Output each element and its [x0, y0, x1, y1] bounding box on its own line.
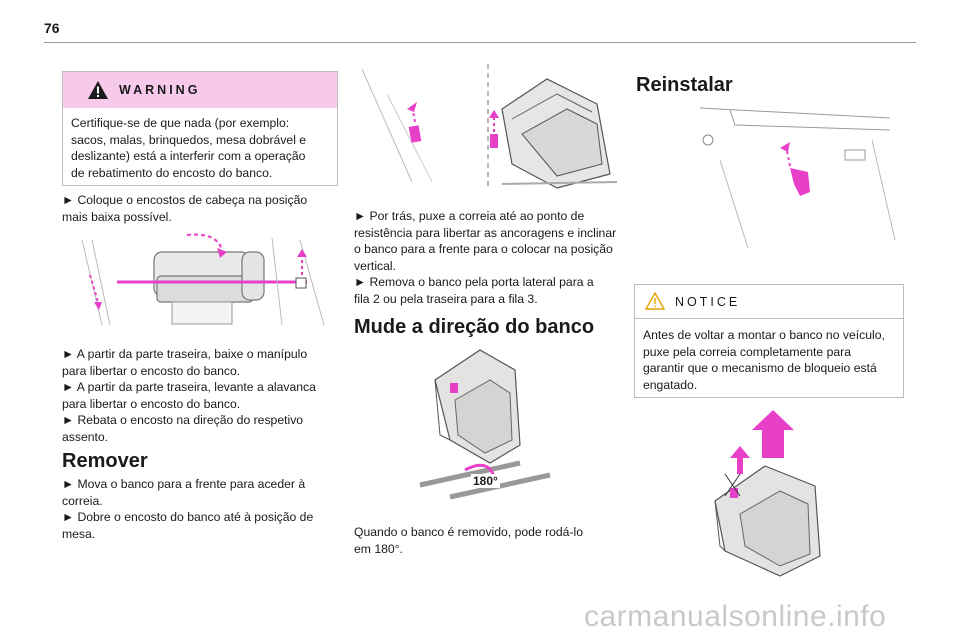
- text-line: ► A partir da parte traseira, levante a …: [62, 380, 316, 394]
- text-line: ► Remova o banco pela porta lateral para…: [354, 275, 594, 289]
- notice-title: NOTICE: [675, 295, 741, 309]
- text-line: em 180°.: [354, 541, 403, 556]
- notice-box: NOTICE Antes de voltar a montar o banco …: [634, 284, 904, 398]
- reinstall-illustration: [699, 107, 896, 249]
- warning-title: WARNING: [119, 83, 201, 97]
- rotate-note: Quando o banco é removido, pode rodá-lo …: [354, 524, 626, 557]
- text-line: ► Mova o banco para a frente para aceder…: [62, 477, 306, 491]
- text-line: ► Coloque o encostos de cabeça na posiçã…: [62, 193, 308, 207]
- text-line: mais baixa possível.: [62, 209, 172, 224]
- top-rule: [44, 42, 916, 43]
- warning-triangle-icon: [88, 81, 108, 99]
- text-line: Quando o banco é removido, pode rodá-lo: [354, 525, 584, 539]
- warning-line: de rebatimento do encosto do banco.: [71, 165, 273, 180]
- text-line: ► A partir da parte traseira, baixe o ma…: [62, 347, 308, 361]
- reinstall-heading: Reinstalar: [636, 74, 733, 96]
- warning-line: Certifique-se de que nada (por exemplo:: [71, 116, 290, 130]
- watermark: carmanualsonline.info: [584, 600, 887, 633]
- notice-line: puxe pela correia completamente para: [643, 344, 851, 359]
- text-line: mesa.: [62, 526, 96, 541]
- warning-line: sacos, malas, brinquedos, mesa dobrável …: [71, 132, 307, 147]
- seat-lift-illustration: [714, 410, 821, 577]
- notice-header: NOTICE: [635, 285, 903, 319]
- seat-rotation-illustration: [419, 349, 551, 500]
- text-line: resistência para libertar as ancoragens …: [354, 225, 617, 240]
- text-line: correia.: [62, 493, 103, 508]
- page-number: 76: [44, 20, 60, 36]
- warning-header: WARNING: [63, 72, 337, 108]
- remove-heading: Remover: [62, 450, 148, 472]
- notice-triangle-icon: [645, 292, 665, 310]
- text-line: o banco para a frente para o colocar na …: [354, 242, 613, 256]
- text-line: vertical.: [354, 258, 396, 273]
- text-line: assento.: [62, 429, 109, 444]
- warning-box: WARNING Certifique-se de que nada (por e…: [62, 71, 338, 186]
- text-line: ► Dobre o encosto do banco até à posição…: [62, 510, 314, 524]
- direction-heading: Mude a direção do banco: [354, 316, 595, 338]
- text-line: ► Por trás, puxe a correia até ao ponto …: [354, 209, 585, 223]
- removal-steps: ► Por trás, puxe a correia até ao ponto …: [354, 208, 626, 307]
- notice-line: engatado.: [643, 377, 698, 392]
- text-line: ► Rebata o encosto na direção do respeti…: [62, 413, 304, 427]
- fold-steps: ► A partir da parte traseira, baixe o ma…: [62, 346, 342, 445]
- remove-steps: ► Mova o banco para a frente para aceder…: [62, 476, 342, 542]
- seat-fold-illustration: [81, 233, 325, 326]
- text-line: fila 2 ou pela traseira para a fila 3.: [354, 291, 538, 306]
- text-line: para libertar o encosto do banco.: [62, 363, 241, 378]
- rotation-label: 180°: [471, 474, 500, 488]
- notice-line: garantir que o mecanismo de bloqueio est…: [643, 361, 877, 375]
- seat-removal-illustration: [361, 64, 618, 190]
- warning-body: Certifique-se de que nada (por exemplo: …: [63, 108, 337, 181]
- warning-line: deslizante) está a interferir com a oper…: [71, 149, 306, 163]
- headrest-step: ► Coloque o encostos de cabeça na posiçã…: [62, 192, 342, 225]
- notice-line: Antes de voltar a montar o banco no veíc…: [643, 328, 885, 342]
- notice-body: Antes de voltar a montar o banco no veíc…: [635, 319, 903, 393]
- text-line: para libertar o encosto do banco.: [62, 396, 241, 411]
